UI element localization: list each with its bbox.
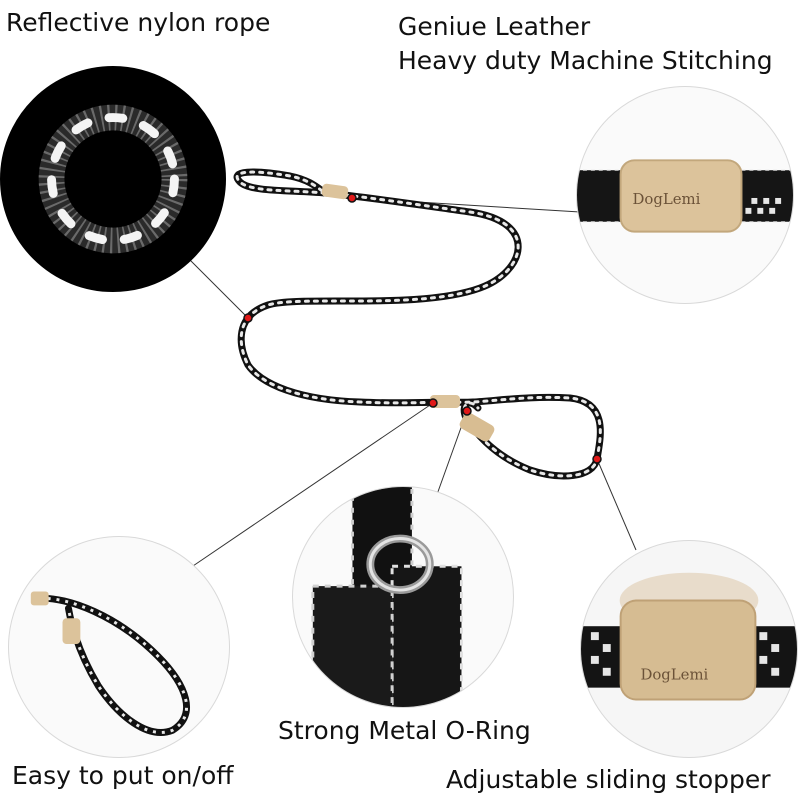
label-reflective-rope: Reflective nylon rope [6,8,271,37]
marker-dot-leather [347,193,357,203]
callout-line-stopper [596,458,637,551]
label-machine-stitching: Heavy duty Machine Stitching [398,46,773,75]
marker-dot-easy [428,398,438,408]
oring-closeup [311,487,463,707]
marker-dot-oring [462,406,472,416]
marker-dots [243,193,602,464]
callout-line-easy [189,402,434,569]
marker-dot-stopper [592,454,602,464]
detail-circle-metal-oring [292,486,514,708]
stopper-closeup: DogLemi [581,572,797,701]
leash-loop-closeup [30,591,190,736]
label-sliding-stopper: Adjustable sliding stopper [446,765,771,794]
detail-circle-reflective-rope [0,66,226,292]
brand-text-stopper: DogLemi [640,666,708,684]
detail-circle-genuine-leather: DogLemi [576,86,794,304]
detail-circle-sliding-stopper: DogLemi [580,540,798,758]
reflective-rope-coil [38,104,188,254]
label-easy-on-off: Easy to put on/off [12,761,234,790]
leather-stopper [459,412,495,442]
label-genuine-leather: Geniue Leather [398,12,591,41]
leather-wrap-loop [430,395,460,408]
label-metal-oring: Strong Metal O-Ring [278,716,531,745]
detail-circle-easy-on-off [8,536,230,758]
brand-text-leather: DogLemi [632,190,700,208]
leather-wrap-handle [321,183,349,200]
marker-dot-reflective [243,313,253,323]
leather-wrap-closeup: DogLemi [577,159,793,233]
rope [233,168,604,480]
